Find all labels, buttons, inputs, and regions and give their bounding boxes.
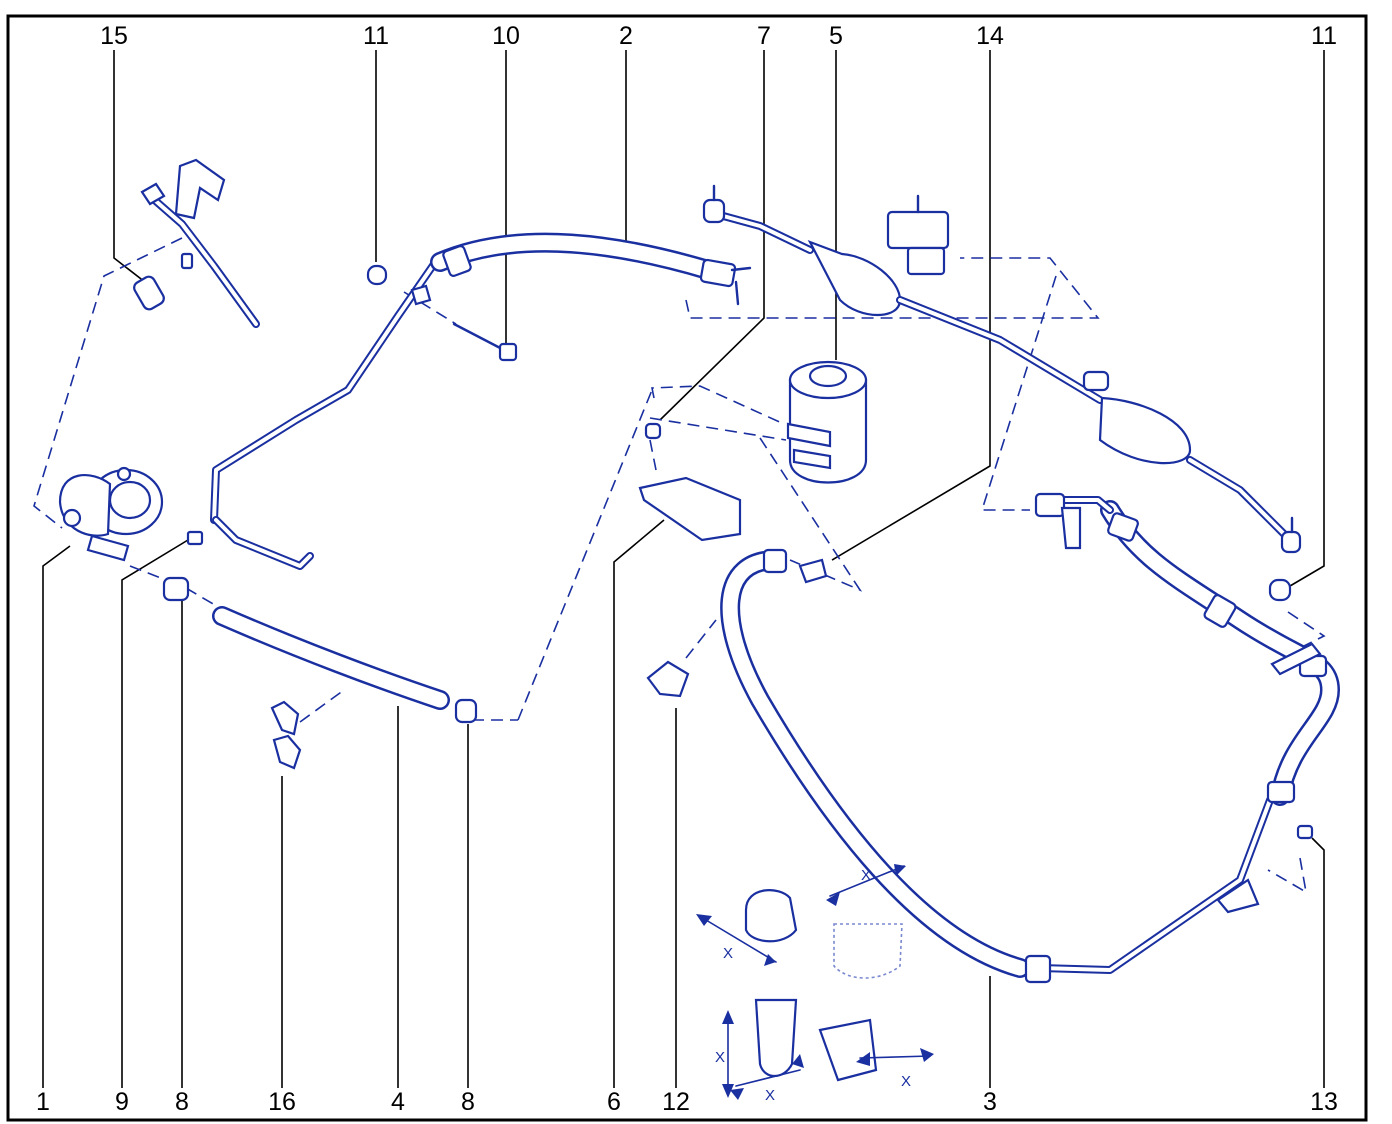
callout-16: 16 [268, 1088, 296, 1116]
part-13-bolt [1296, 824, 1314, 840]
part-1-pump [58, 466, 164, 562]
callout-8-left: 8 [175, 1088, 189, 1116]
part-8-clip-left [162, 576, 190, 602]
dimension-x-4: X [765, 1087, 775, 1104]
small-hardware [162, 264, 1314, 840]
callout-11-top-left: 11 [363, 22, 389, 50]
callout-2: 2 [619, 22, 633, 50]
diagram-frame [6, 14, 1368, 1122]
part-9-bolt [186, 530, 204, 546]
callout-3: 3 [983, 1088, 997, 1116]
part-2-pressure-line [210, 232, 752, 570]
part-4-suction-hose [212, 606, 478, 724]
dimension-x-3: X [715, 1049, 725, 1066]
dimension-x-5: X [901, 1073, 911, 1090]
callout-labels: 15 11 10 2 7 5 14 11 1 9 8 16 4 8 6 12 3… [36, 22, 1338, 1116]
part-16-clamp [270, 700, 300, 736]
part-10-bolt [452, 322, 506, 352]
callout-13: 13 [1310, 1088, 1338, 1116]
callout-leaders [42, 50, 1325, 1088]
callout-14: 14 [976, 22, 1004, 50]
assembly-dashed-lines [33, 237, 1326, 894]
callout-8-right: 8 [461, 1088, 475, 1116]
part-15-pressure-switch [133, 158, 260, 328]
callout-5: 5 [829, 22, 843, 50]
part-11-nut-right [1268, 578, 1292, 602]
callout-12: 12 [662, 1088, 690, 1116]
part-3-return-hose [720, 492, 1340, 984]
part-5-reservoir [786, 360, 868, 484]
callout-1: 1 [36, 1088, 50, 1116]
callout-7: 7 [757, 22, 771, 50]
dimension-x-2: X [861, 867, 871, 884]
callout-11-top-right: 11 [1311, 22, 1337, 50]
callout-6: 6 [607, 1088, 621, 1116]
part-12-clamp [646, 660, 690, 698]
dimension-x-1: X [723, 945, 733, 962]
callout-15: 15 [100, 22, 128, 50]
steering-rack [702, 184, 1302, 554]
callout-10: 10 [492, 22, 520, 50]
part-6-bracket [638, 476, 742, 542]
clamps [270, 558, 828, 770]
part-7-screw [644, 422, 662, 440]
callout-4: 4 [391, 1088, 405, 1116]
dimension-sketches: X X X X X [696, 864, 934, 1104]
callout-9: 9 [115, 1088, 129, 1116]
part-11-nut-left [366, 264, 388, 286]
part-14-clip [798, 558, 828, 584]
